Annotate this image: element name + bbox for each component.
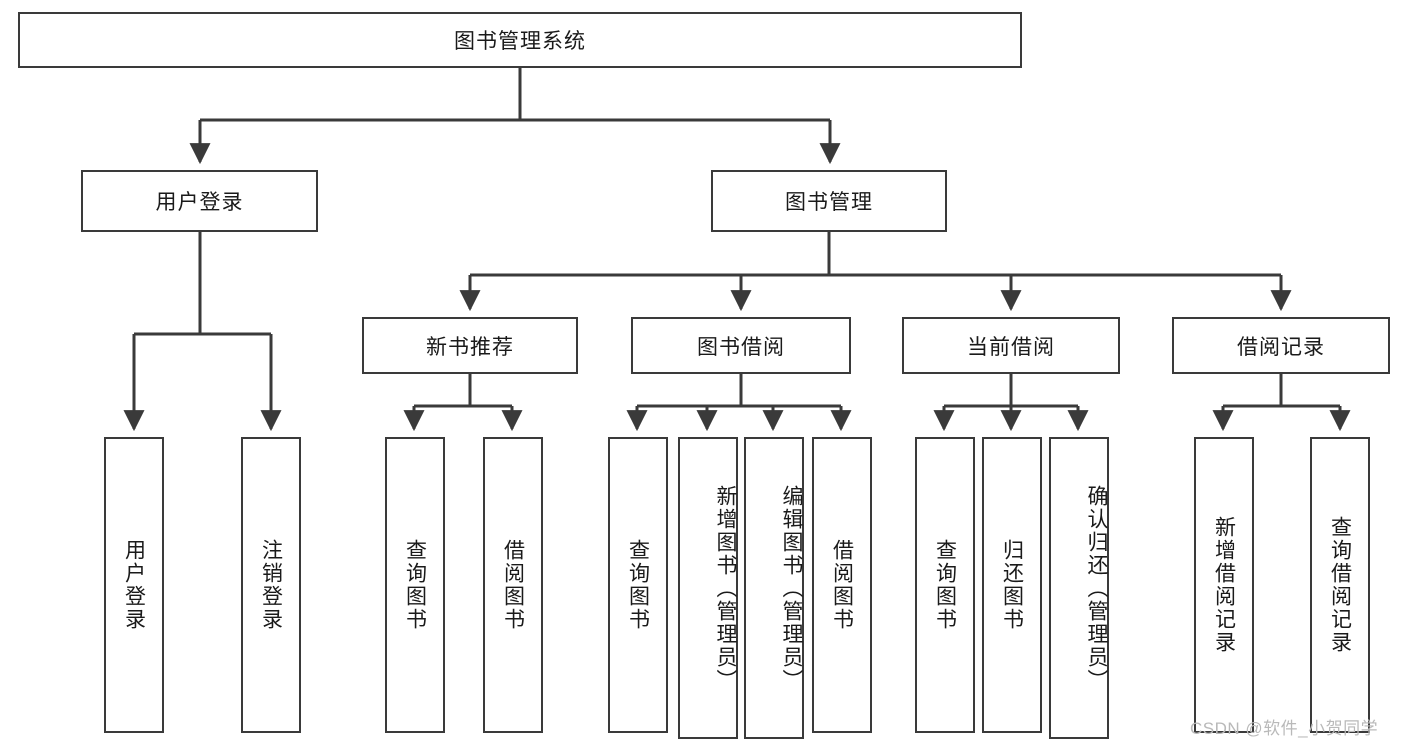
leaf-user-login-signout-label: 注销登录 <box>259 539 283 631</box>
leaf-recommend-query-book[interactable]: 查询图书 <box>385 437 445 733</box>
node-current-borrow-label: 当前借阅 <box>967 335 1055 359</box>
leaf-borrow-query-book[interactable]: 查询图书 <box>608 437 668 733</box>
node-current-borrow[interactable]: 当前借阅 <box>902 317 1120 374</box>
leaf-user-login-signin-label: 用户登录 <box>122 539 146 631</box>
leaf-record-add-record[interactable]: 新增借阅记录 <box>1194 437 1254 733</box>
leaf-recommend-borrow-book[interactable]: 借阅图书 <box>483 437 543 733</box>
node-book-borrow-label: 图书借阅 <box>697 335 785 359</box>
node-new-book-recommend-label: 新书推荐 <box>426 335 514 359</box>
leaf-current-query-book-label: 查询图书 <box>933 539 957 631</box>
node-root-label: 图书管理系统 <box>454 30 586 53</box>
node-user-login[interactable]: 用户登录 <box>81 170 318 232</box>
node-book-management-label: 图书管理 <box>785 191 873 214</box>
node-borrow-record[interactable]: 借阅记录 <box>1172 317 1390 374</box>
leaf-current-query-book[interactable]: 查询图书 <box>915 437 975 733</box>
leaf-recommend-borrow-book-label: 借阅图书 <box>501 539 525 631</box>
leaf-user-login-signout[interactable]: 注销登录 <box>241 437 301 733</box>
leaf-record-query-record[interactable]: 查询借阅记录 <box>1310 437 1370 733</box>
leaf-current-confirm-return-label: 确认归还（管理员） <box>1085 484 1108 692</box>
leaf-recommend-query-book-label: 查询图书 <box>403 539 427 631</box>
leaf-borrow-borrow-book-label: 借阅图书 <box>830 539 854 631</box>
leaf-current-confirm-return[interactable]: 确认归还（管理员） <box>1049 437 1109 739</box>
node-borrow-record-label: 借阅记录 <box>1237 335 1325 359</box>
node-new-book-recommend[interactable]: 新书推荐 <box>362 317 578 374</box>
leaf-current-return-book-label: 归还图书 <box>1000 539 1024 631</box>
watermark-text: CSDN @软件_小贺同学 <box>1190 719 1379 738</box>
leaf-record-query-record-label: 查询借阅记录 <box>1328 516 1352 654</box>
node-book-borrow[interactable]: 图书借阅 <box>631 317 851 374</box>
leaf-borrow-edit-book-label: 编辑图书（管理员） <box>780 484 803 692</box>
node-user-login-label: 用户登录 <box>155 191 244 214</box>
leaf-user-login-signin[interactable]: 用户登录 <box>104 437 164 733</box>
node-book-management[interactable]: 图书管理 <box>711 170 947 232</box>
leaf-current-return-book[interactable]: 归还图书 <box>982 437 1042 733</box>
leaf-borrow-add-book-label: 新增图书（管理员） <box>714 484 737 692</box>
leaf-record-add-record-label: 新增借阅记录 <box>1212 516 1236 654</box>
leaf-borrow-edit-book[interactable]: 编辑图书（管理员） <box>744 437 804 739</box>
node-root[interactable]: 图书管理系统 <box>18 12 1022 68</box>
leaf-borrow-query-book-label: 查询图书 <box>626 539 650 631</box>
leaf-borrow-borrow-book[interactable]: 借阅图书 <box>812 437 872 733</box>
leaf-borrow-add-book[interactable]: 新增图书（管理员） <box>678 437 738 739</box>
